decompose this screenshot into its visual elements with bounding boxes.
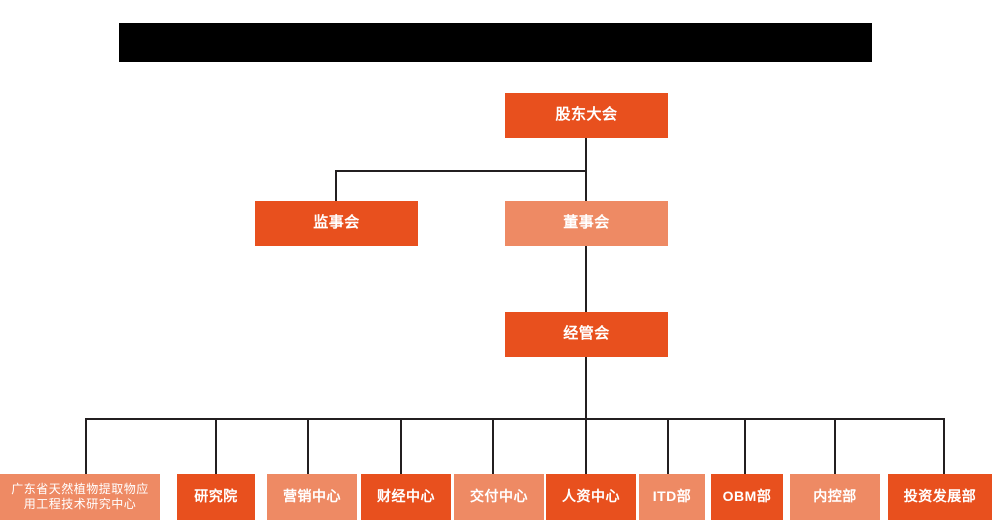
connector-shareholders-down [585,138,587,171]
node-dept-itd[interactable]: ITD部 [639,474,705,520]
node-dept-delivery-center[interactable]: 交付中心 [454,474,544,520]
node-label: 投资发展部 [903,488,977,505]
connector-to-supervisors [335,170,337,201]
node-label: 研究院 [194,488,238,505]
connector-stub-dept-8 [744,418,746,474]
connector-stub-dept-5 [492,418,494,474]
connector-bus-level2 [335,170,587,172]
node-dept-research-institute[interactable]: 研究院 [177,474,255,520]
node-label: 监事会 [313,214,360,232]
node-dept-obm[interactable]: OBM部 [711,474,783,520]
node-label: 内控部 [813,488,857,505]
node-board-of-supervisors[interactable]: 监事会 [255,201,418,246]
connector-stub-dept-6 [585,418,587,474]
node-dept-guangdong-research-center[interactable]: 广东省天然植物提取物应 用工程技术研究中心 [0,474,160,520]
connector-stub-dept-2 [215,418,217,474]
connector-stub-dept-1 [85,418,87,474]
node-label: 人资中心 [562,488,620,505]
connector-bus-departments [85,418,943,420]
node-label: ITD部 [652,488,692,505]
node-dept-internal-control[interactable]: 内控部 [790,474,880,520]
node-label: OBM部 [722,488,772,505]
node-label: 财经中心 [377,488,435,505]
node-board-of-directors[interactable]: 董事会 [505,201,668,246]
connector-to-directors [585,170,587,201]
connector-management-down [585,357,587,419]
connector-stub-dept-9 [834,418,836,474]
node-dept-hr-center[interactable]: 人资中心 [546,474,636,520]
node-label: 董事会 [563,214,610,232]
redacted-title-bar [119,23,872,62]
connector-stub-dept-4 [400,418,402,474]
node-label: 广东省天然植物提取物应 用工程技术研究中心 [11,482,149,511]
connector-stub-dept-10 [943,418,945,474]
node-label: 经管会 [563,325,610,343]
node-label: 营销中心 [283,488,341,505]
connector-directors-to-management [585,246,587,312]
node-label: 交付中心 [470,488,528,505]
node-dept-marketing-center[interactable]: 营销中心 [267,474,357,520]
node-dept-finance-center[interactable]: 财经中心 [361,474,451,520]
node-dept-investment-development[interactable]: 投资发展部 [888,474,992,520]
node-shareholders-meeting[interactable]: 股东大会 [505,93,668,138]
connector-stub-dept-3 [307,418,309,474]
node-management-committee[interactable]: 经管会 [505,312,668,357]
node-label: 股东大会 [555,106,618,124]
connector-stub-dept-7 [667,418,669,474]
